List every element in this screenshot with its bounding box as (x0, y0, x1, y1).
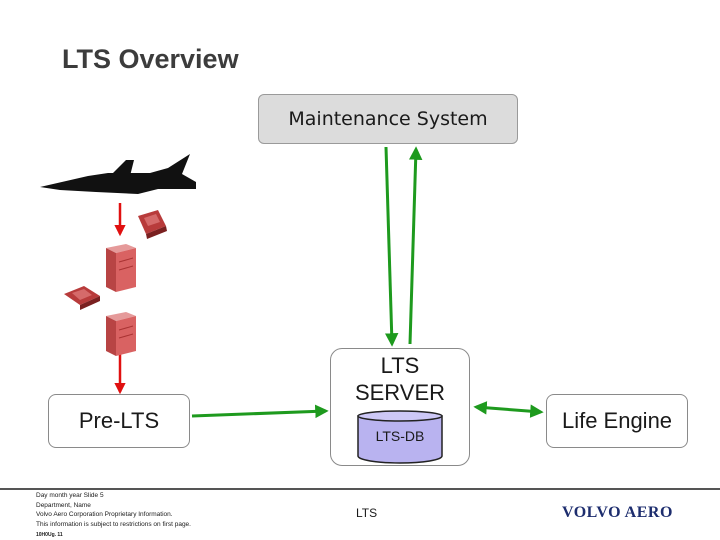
footer-info: Day month year Slide 5 Department, Name … (36, 491, 191, 529)
page-title: LTS Overview (62, 44, 239, 74)
footer-center-label: LTS (356, 506, 378, 520)
data-recorder-icon (138, 210, 167, 239)
data-recorder-icon (64, 286, 100, 310)
server-tower-icon (106, 312, 136, 356)
footer-proprietary: Volvo Aero Corporation Proprietary Infor… (36, 511, 173, 518)
life-engine-box: Life Engine (546, 394, 688, 448)
lts-server-label: LTS SERVER (330, 352, 470, 406)
pre-lts-label: Pre-LTS (78, 408, 160, 433)
life-engine-label: Life Engine (561, 408, 673, 433)
server-tower-icon (106, 244, 136, 292)
footer-code: 10H0Ug. 11 (36, 532, 63, 538)
lts-server-label-line2: SERVER (354, 380, 446, 405)
arrow-prelts-to-server (191, 404, 329, 419)
lts-db-label: LTS-DB (375, 428, 425, 444)
lts-server-label-line1: LTS (380, 353, 420, 378)
fighter-jet-icon (40, 154, 196, 194)
arrow-server-lifeengine (473, 401, 544, 418)
footer-date-slide: Day month year Slide 5 (36, 492, 104, 499)
footer-restrictions: This information is subject to restricti… (36, 520, 191, 528)
arrow-server-to-maintenance (408, 146, 423, 345)
footer-department: Department, Name (36, 501, 91, 509)
maintenance-system-label: Maintenance System (288, 108, 488, 130)
pre-lts-box: Pre-LTS (48, 394, 190, 448)
database-cylinder-icon (357, 410, 443, 464)
arrow-maintenance-to-server (384, 146, 399, 347)
maintenance-system-box: Maintenance System (258, 94, 518, 144)
volvo-aero-logo: VOLVO AERO (562, 504, 673, 521)
footer-divider (0, 488, 720, 490)
